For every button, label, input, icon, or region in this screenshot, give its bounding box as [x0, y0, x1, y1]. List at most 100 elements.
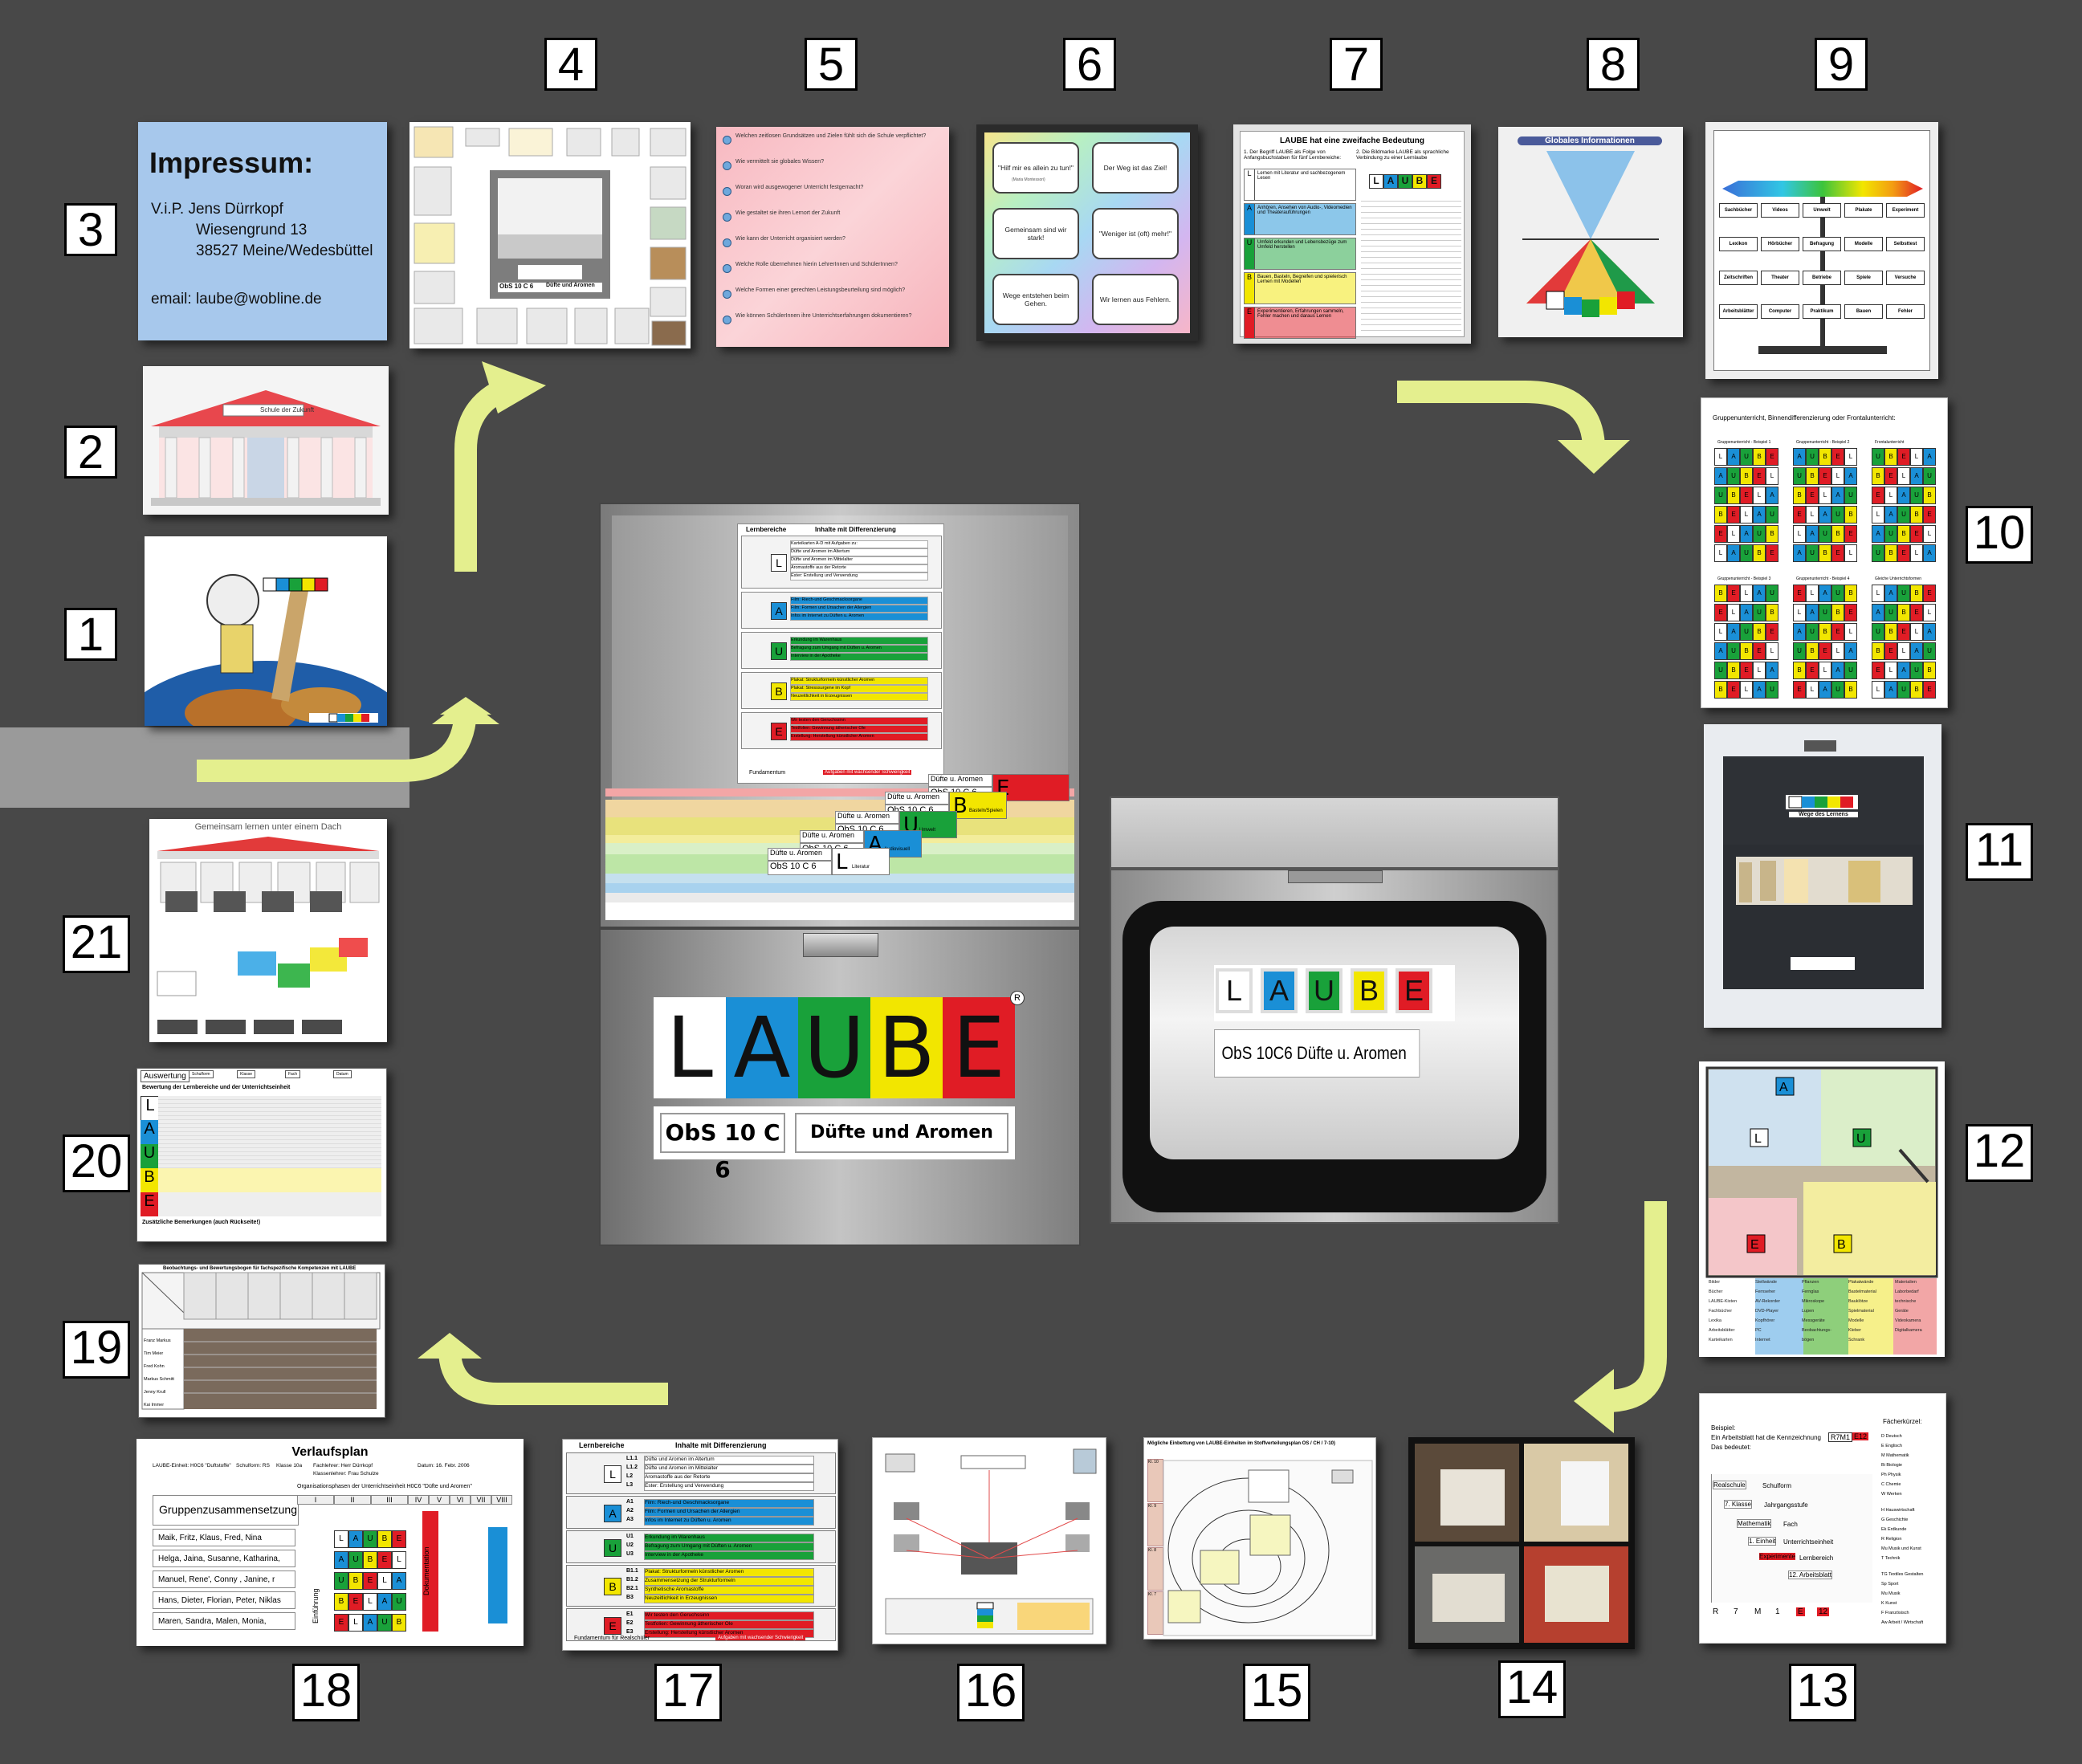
group-chip: B	[1819, 544, 1831, 562]
t13-title: Fächerkürzel:	[1883, 1418, 1922, 1425]
t10-sub3: Frontalunterricht	[1875, 440, 1905, 445]
phase-chip: E	[392, 1530, 406, 1548]
group-chip: L	[1806, 506, 1819, 523]
t18-title: Verlaufsplan	[291, 1445, 369, 1459]
impressum-card[interactable]: Impressum: V.i.P. Jens Dürrkopf Wiesengr…	[138, 122, 387, 340]
phase-chip: L	[377, 1572, 392, 1590]
number-label-10: 10	[1966, 506, 2033, 564]
thumb-collage-overview[interactable]: ObS 10 C 6 Düfte und Aromen	[409, 122, 691, 348]
thumb-classroom-photos[interactable]	[1408, 1437, 1635, 1649]
thumb-guiding-questions[interactable]: Welchen zeitlosen Grundsätzen und Zielen…	[716, 127, 949, 347]
legend-item: Fernglas	[1802, 1289, 1819, 1294]
eval-header: Klasse	[237, 1070, 256, 1078]
student-name: Kai Immer	[144, 1403, 165, 1408]
group-chip: U	[1831, 585, 1844, 602]
thumb-double-meaning[interactable]: LAUBE hat eine zweifache Bedeutung 1. De…	[1233, 124, 1471, 344]
subject-code: Ph Physik	[1881, 1473, 1901, 1477]
group-chip: L	[1831, 642, 1844, 660]
thumb-curriculum-embedding[interactable]: Mögliche Einbettung von LAUBE-Einheiten …	[1143, 1437, 1376, 1640]
t13-beispiel: Beispiel:	[1711, 1424, 1736, 1432]
group-chip: L	[1897, 642, 1910, 660]
subject-code: Aw Arbeit / Wirtschaft	[1881, 1620, 1924, 1625]
group-chip: A	[1844, 467, 1857, 485]
group-chip: U	[1766, 506, 1778, 523]
lernbereich-letter: E	[604, 1616, 621, 1635]
question-bullet-icon	[723, 213, 731, 222]
thumb-school-building[interactable]: Schule der Zukunft	[143, 366, 389, 515]
box-topic-label: Düfte und Aromen	[795, 1113, 1008, 1153]
thumb-subject-codes[interactable]: Beispiel: Ein Arbeitsblatt hat die Kennz…	[1699, 1393, 1946, 1644]
question-item: Wie vermittelt sie globales Wissen?	[723, 159, 943, 185]
content-code: B3	[626, 1595, 634, 1600]
svg-text:E: E	[1750, 1238, 1759, 1252]
meaning-text: Lernen mit Literatur und sachbezogenem L…	[1257, 171, 1346, 181]
phase-chip: E	[334, 1614, 348, 1632]
sheet-footer-right: Aufgaben mit wachsender Schwierigkeit	[823, 770, 912, 775]
content-code: U1	[626, 1534, 634, 1539]
group-chip: L	[1897, 467, 1910, 485]
thumb-laube-cartoon[interactable]	[145, 536, 387, 726]
question-text: Wie gestaltet sie ihren Lernort der Zuku…	[735, 210, 841, 216]
group-chip: B	[1766, 525, 1778, 543]
code-part: 12	[1817, 1607, 1830, 1616]
phase-chip: A	[392, 1572, 406, 1590]
group-chip: A	[1793, 544, 1806, 562]
tree-cell: Selbsttest	[1886, 237, 1925, 251]
group-chip: B	[1806, 642, 1819, 660]
thumb-common-roof[interactable]: Gemeinsam lernen unter einem Dach	[149, 819, 387, 1042]
content-code: U2	[626, 1542, 634, 1548]
code-part: 1	[1775, 1607, 1780, 1616]
group-chip: U	[1766, 681, 1778, 699]
tab-letter: L	[836, 850, 848, 874]
thumb-group-work[interactable]: Gruppenunterricht, Binnendifferenzierung…	[1701, 397, 1948, 708]
t13-ue: Unterrichtseinheit	[1783, 1538, 1834, 1546]
group-chip: A	[1714, 467, 1727, 485]
legend-item: Modelle	[1848, 1318, 1864, 1323]
sheet-header-left: Lernbereiche	[746, 526, 787, 533]
t10-sub1: Gruppenunterricht - Beispiel 1	[1717, 440, 1771, 445]
thumb-lesson-plan[interactable]: Verlaufsplan LAUBE-Einheit: H0C6 "Duftst…	[136, 1439, 524, 1646]
group-chip: B	[1727, 487, 1740, 504]
group-chip: L	[1831, 467, 1844, 485]
plan-meta: Klasse 10a	[276, 1463, 303, 1469]
sheet-row: Düfte und Aromen im Altertum	[790, 548, 928, 556]
tree-cell: Zeitschriften	[1719, 271, 1758, 285]
phase-chip: E	[377, 1551, 392, 1569]
group-chip: U	[1844, 487, 1857, 504]
thumb-box-photo[interactable]: Wege des Lernens	[1704, 724, 1941, 1028]
meaning-letter: E	[1245, 308, 1255, 338]
thumb-assessment-sheet[interactable]: Beobachtungs- und Bewertungsbogen für fa…	[138, 1264, 385, 1418]
thumb-global-info[interactable]: Globales Informationen	[1498, 127, 1683, 337]
sheet-row: Erkundung im Warenhaus	[790, 637, 928, 645]
question-item: Wie können SchülerInnen ihre Unterrichts…	[723, 313, 943, 339]
group-chip: B	[1884, 544, 1897, 562]
t13-schulform: Schulform	[1762, 1482, 1792, 1489]
group-chip: B	[1806, 467, 1819, 485]
group-chip: U	[1714, 662, 1727, 679]
sheet-row: Neuzeitlichkeit in Erzeugnissen	[790, 693, 928, 701]
group-chip: B	[1819, 448, 1831, 466]
laube-box-large[interactable]: Lernbereiche Inhalte mit Differenzierung…	[599, 503, 1081, 1246]
sheet-row: Plakat: Stresssurgene im Kopf	[790, 685, 928, 693]
group-chip: B	[1923, 487, 1936, 504]
group-chip: L	[1727, 525, 1740, 543]
group-chip: U	[1740, 448, 1753, 466]
legend-item: Materialien	[1895, 1280, 1917, 1285]
thumb-media-network[interactable]	[872, 1437, 1106, 1644]
legend-item: Schrank	[1848, 1338, 1865, 1342]
group-chip: B	[1884, 623, 1897, 641]
question-item: Wie kann der Unterricht organisiert werd…	[723, 236, 943, 262]
group-chip: A	[1897, 662, 1910, 679]
thumb-mottos[interactable]: "Hilf mir es allein zu tun!"Der Weg ist …	[976, 124, 1198, 341]
meaning-text: Experimentieren, Erfahrungen sammeln, Fe…	[1257, 309, 1344, 319]
thumb-content-table[interactable]: Lernbereiche Inhalte mit Differenzierung…	[562, 1439, 838, 1651]
collage-code: ObS 10 C 6	[499, 283, 534, 290]
sheet-row: Wir testen den Geruchssinn	[790, 717, 928, 725]
group-chip: A	[1923, 623, 1936, 641]
